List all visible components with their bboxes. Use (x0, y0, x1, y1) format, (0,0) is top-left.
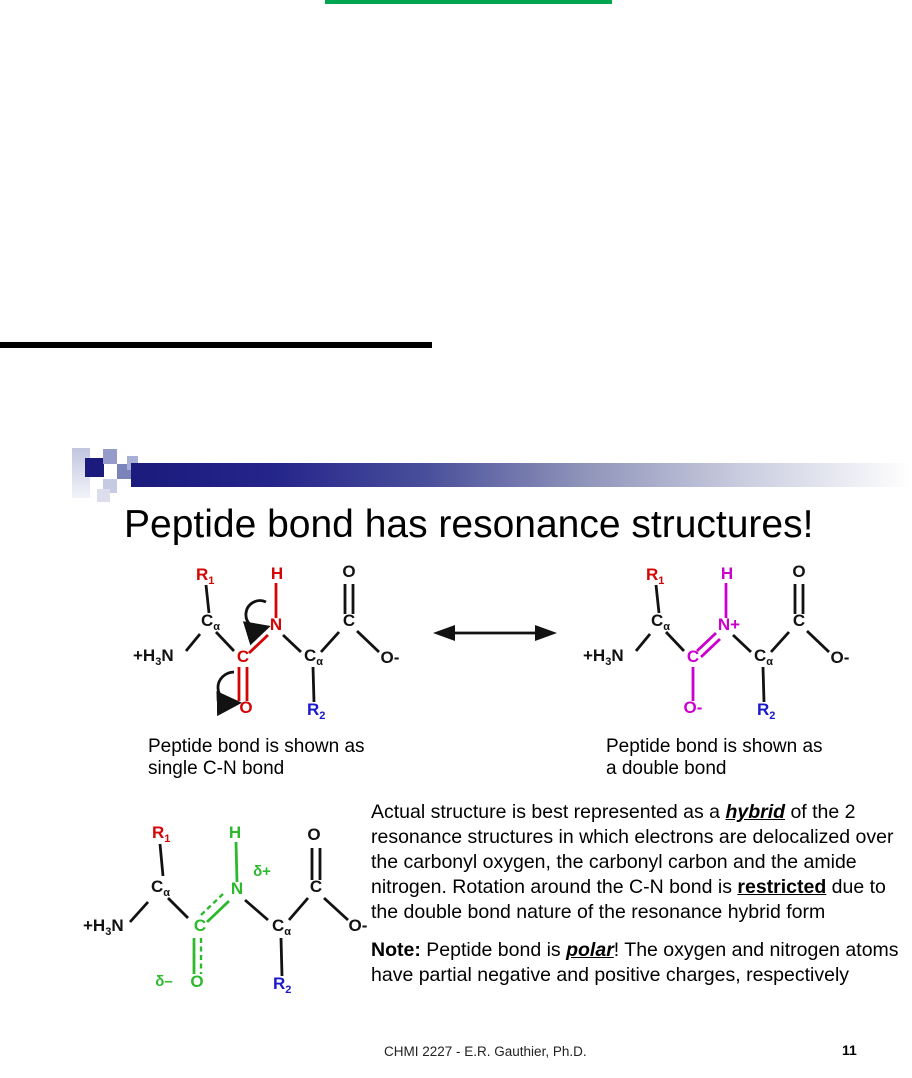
atom-o-minus-carbonyl: O- (684, 698, 703, 717)
note-label: Note: (371, 939, 421, 961)
atom-r2: R2 (273, 974, 291, 996)
atom-r2: R2 (307, 700, 325, 722)
atom-o: O (307, 825, 320, 844)
atom-o-carbonyl: O (190, 972, 203, 991)
structure-resonance-hybrid: R1 H δ+ O Cα N C +H3N C Cα O- δ– O R2 (83, 823, 368, 996)
structure-single-cn-bond: R1 H O Cα N C +H3N C Cα O- O R2 (133, 562, 400, 722)
polar-emphasis: polar (566, 939, 614, 961)
atom-r1: R1 (152, 823, 170, 845)
atom-c-carboxyl: C (343, 611, 355, 630)
atom-n: N (270, 615, 282, 634)
delta-plus-label: δ+ (253, 863, 271, 880)
atom-c-carboxyl: C (310, 877, 322, 896)
atom-h3n: +H3N (83, 916, 124, 938)
caption-double-bond: Peptide bond is shown as a double bond (606, 736, 823, 779)
top-green-rule (325, 0, 612, 4)
bonds (184, 583, 380, 703)
bonds (128, 841, 349, 977)
atom-c-alpha-1: Cα (151, 877, 170, 899)
electron-arrow-top (242, 599, 271, 646)
footer-course: CHMI 2227 - E.R. Gauthier, Ph.D. (384, 1044, 587, 1059)
atom-r2: R2 (757, 700, 775, 722)
atom-c-alpha-2: Cα (304, 646, 323, 668)
atom-c-carboxyl: C (793, 611, 805, 630)
atom-n-plus: N+ (718, 615, 740, 634)
atom-o: O (342, 562, 355, 581)
slide-title: Peptide bond has resonance structures! (124, 503, 814, 546)
atom-c-carbonyl: C (237, 647, 249, 666)
mid-black-rule (0, 342, 432, 348)
resonance-arrow (433, 625, 557, 641)
note-paragraph: Note: Peptide bond is polar! The oxygen … (371, 939, 899, 986)
atom-c-alpha-1: Cα (201, 611, 220, 633)
atom-h3n: +H3N (133, 646, 174, 668)
bonds (634, 583, 830, 703)
atom-r1: R1 (646, 565, 664, 587)
footer-page-number: 11 (842, 1042, 857, 1058)
atom-c-carbonyl: C (194, 916, 206, 935)
atom-c-alpha-2: Cα (272, 916, 291, 938)
header-deco-square (97, 489, 110, 502)
body-text-block: Actual structure is best represented as … (371, 800, 908, 1001)
header-deco-navy-square (85, 458, 104, 477)
atom-h: H (271, 564, 283, 583)
atom-o-carbonyl: O (239, 698, 252, 717)
atom-o-minus: O- (381, 648, 400, 667)
atom-r1: R1 (196, 565, 214, 587)
atom-o: O (792, 562, 805, 581)
header-gradient-bar (131, 463, 912, 487)
atom-h3n: +H3N (583, 646, 624, 668)
atom-h: H (721, 564, 733, 583)
structure-double-bond: R1 H O Cα N+ C +H3N C Cα O- O- R2 (583, 562, 850, 722)
electron-arrow-bottom (216, 670, 242, 717)
header-deco-square (103, 449, 117, 464)
atom-o-minus: O- (831, 648, 850, 667)
hybrid-paragraph: Actual structure is best represented as … (371, 801, 894, 923)
atom-o-minus: O- (349, 916, 368, 935)
atom-c-carbonyl: C (687, 647, 699, 666)
restricted-emphasis: restricted (737, 876, 827, 898)
caption-single-bond: Peptide bond is shown as single C-N bond (148, 736, 365, 779)
delta-minus-label: δ– (155, 973, 172, 990)
atom-n: N (231, 879, 243, 898)
atom-c-alpha-2: Cα (754, 646, 773, 668)
atom-c-alpha-1: Cα (651, 611, 670, 633)
atom-h: H (229, 823, 241, 842)
hybrid-emphasis: hybrid (725, 801, 786, 823)
